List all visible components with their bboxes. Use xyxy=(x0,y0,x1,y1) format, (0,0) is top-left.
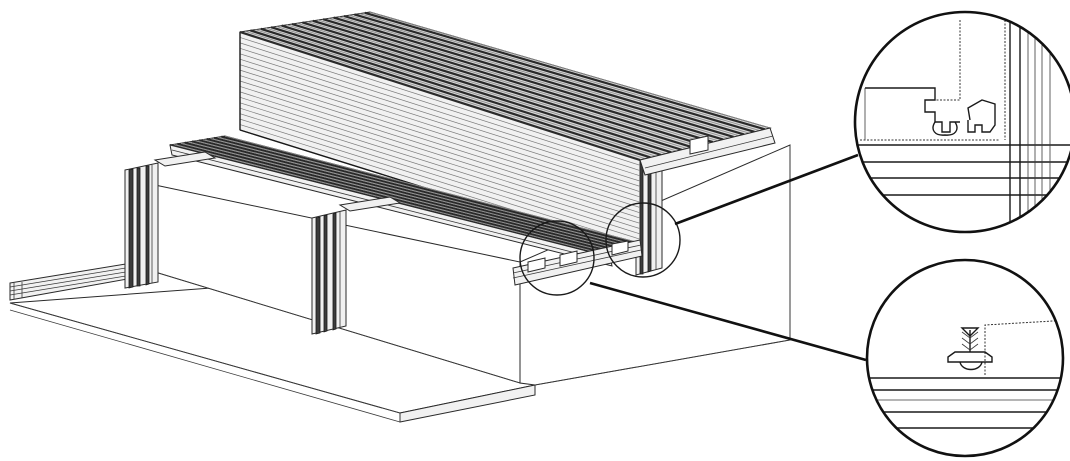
post-right xyxy=(635,157,663,276)
detail-upper xyxy=(853,10,1070,234)
board-groove xyxy=(202,139,629,249)
board-groove xyxy=(180,142,617,255)
board-groove xyxy=(177,142,615,257)
callout-markers xyxy=(519,202,681,296)
board-groove xyxy=(191,140,623,253)
board-groove xyxy=(312,19,714,144)
board-groove xyxy=(297,22,698,147)
board-groove xyxy=(364,11,766,131)
board-groove xyxy=(210,138,633,248)
board-groove xyxy=(239,47,641,177)
board-groove xyxy=(354,13,755,133)
board-groove xyxy=(317,19,719,142)
board-groove xyxy=(369,11,771,129)
board-groove xyxy=(343,14,745,136)
board-groove xyxy=(302,21,703,146)
board-groove xyxy=(239,64,641,193)
board-groove xyxy=(322,18,724,141)
board-groove xyxy=(195,140,625,251)
board-groove xyxy=(217,136,637,246)
leader-lower xyxy=(589,281,867,362)
board-groove xyxy=(245,30,646,160)
board-groove xyxy=(255,29,656,157)
board-groove xyxy=(359,13,760,131)
board-groove xyxy=(250,29,651,159)
board-groove xyxy=(199,139,627,251)
front-nosing xyxy=(512,239,643,286)
board-groove xyxy=(270,26,672,154)
board-groove xyxy=(307,21,708,144)
post-middle xyxy=(311,209,347,335)
detail-upper-frame xyxy=(853,10,1070,234)
board-groove xyxy=(206,138,631,249)
board-groove xyxy=(349,14,750,134)
riser-face xyxy=(239,31,641,256)
board-groove xyxy=(239,86,641,214)
post-left xyxy=(124,162,159,289)
board-groove xyxy=(239,42,641,171)
board-groove xyxy=(338,16,739,137)
board-groove xyxy=(184,141,619,255)
detail-lower-frame xyxy=(865,258,1065,458)
board-groove xyxy=(239,37,641,166)
board-groove xyxy=(221,135,639,245)
board-groove xyxy=(224,135,641,244)
board-groove xyxy=(239,53,641,182)
board-groove xyxy=(286,24,687,149)
board-groove xyxy=(188,141,621,253)
leader-upper xyxy=(674,153,859,226)
leader-lines xyxy=(589,153,867,362)
detail-lower xyxy=(865,258,1065,458)
lower-joint-marker xyxy=(519,220,595,296)
board-groove xyxy=(213,136,635,247)
upper-tread xyxy=(239,11,776,176)
lower-tread xyxy=(169,135,642,267)
board-groove xyxy=(239,96,641,224)
board-groove xyxy=(239,80,641,208)
board-groove xyxy=(328,18,729,139)
board-groove xyxy=(239,102,641,229)
board-groove xyxy=(239,91,641,219)
board-groove xyxy=(239,113,641,240)
board-groove xyxy=(239,75,641,203)
board-groove xyxy=(291,22,693,149)
board-groove xyxy=(276,26,677,152)
board-groove xyxy=(239,30,641,162)
board-groove xyxy=(239,107,641,235)
board-groove xyxy=(239,58,641,187)
joists xyxy=(153,151,402,212)
board-groove xyxy=(281,24,682,151)
board-groove xyxy=(239,69,641,198)
board-groove xyxy=(239,118,641,245)
upper-joint-marker xyxy=(605,202,681,278)
board-groove xyxy=(333,16,734,139)
board-groove xyxy=(265,27,667,154)
board-groove xyxy=(260,27,662,156)
